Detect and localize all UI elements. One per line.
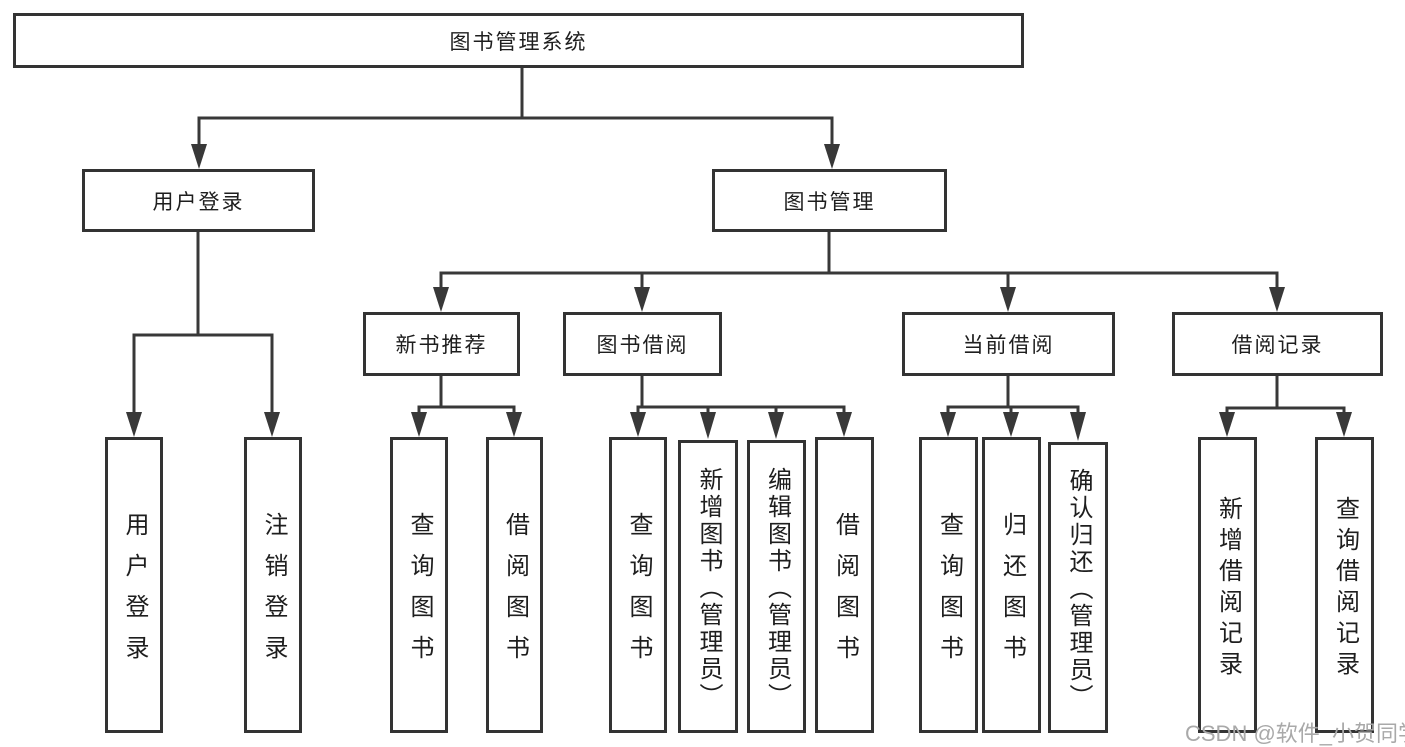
- leaf-label: 注销登录: [260, 511, 287, 676]
- leaf-label: 用户登录: [121, 511, 148, 676]
- leaf-label: 借阅图书: [501, 511, 529, 676]
- leaf-borrow-books: 借阅图书: [486, 437, 543, 733]
- leaf-confirm-return-admin: 确认归还（管理员）: [1048, 442, 1108, 733]
- leaf-query-borrow-record: 查询借阅记录: [1315, 437, 1374, 733]
- leaf-edit-books-admin: 编辑图书（管理员）: [747, 440, 806, 733]
- node-label: 借阅记录: [1231, 334, 1324, 357]
- leaf-borrow-books: 借阅图书: [815, 437, 874, 733]
- leaf-label: 新增借阅记录: [1214, 495, 1242, 682]
- leaf-return-books: 归还图书: [982, 437, 1041, 733]
- leaf-logout: 注销登录: [244, 437, 302, 733]
- leaf-label: 查询图书: [625, 511, 652, 676]
- node-user-login: 用户登录: [82, 169, 315, 232]
- node-label: 图书借阅: [596, 334, 689, 357]
- node-library-management-system: 图书管理系统: [13, 13, 1024, 68]
- node-borrowing-records: 借阅记录: [1172, 312, 1383, 376]
- leaf-query-books: 查询图书: [919, 437, 978, 733]
- leaf-label: 查询图书: [406, 511, 433, 676]
- leaf-label: 查询借阅记录: [1331, 495, 1359, 682]
- leaf-label: 新增图书（管理员）: [695, 466, 722, 710]
- node-label: 图书管理: [783, 190, 876, 214]
- node-label: 用户登录: [152, 190, 245, 214]
- leaf-query-books: 查询图书: [390, 437, 448, 733]
- node-book-borrowing: 图书借阅: [563, 312, 722, 376]
- node-current-borrowing: 当前借阅: [902, 312, 1115, 376]
- leaf-label: 归还图书: [998, 511, 1026, 676]
- node-label: 当前借阅: [962, 334, 1055, 357]
- leaf-add-borrow-record: 新增借阅记录: [1198, 437, 1257, 733]
- leaf-user-login: 用户登录: [105, 437, 163, 733]
- node-book-management: 图书管理: [712, 169, 947, 232]
- leaf-query-books: 查询图书: [609, 437, 667, 733]
- node-new-book-recommend: 新书推荐: [363, 312, 520, 376]
- leaf-label: 编辑图书（管理员）: [763, 466, 791, 710]
- leaf-label: 借阅图书: [831, 511, 859, 676]
- leaf-label: 确认归还（管理员）: [1065, 467, 1092, 711]
- node-label: 图书管理系统: [449, 30, 588, 54]
- leaf-label: 查询图书: [935, 511, 963, 676]
- leaf-add-books-admin: 新增图书（管理员）: [678, 440, 738, 733]
- node-label: 新书推荐: [395, 334, 488, 357]
